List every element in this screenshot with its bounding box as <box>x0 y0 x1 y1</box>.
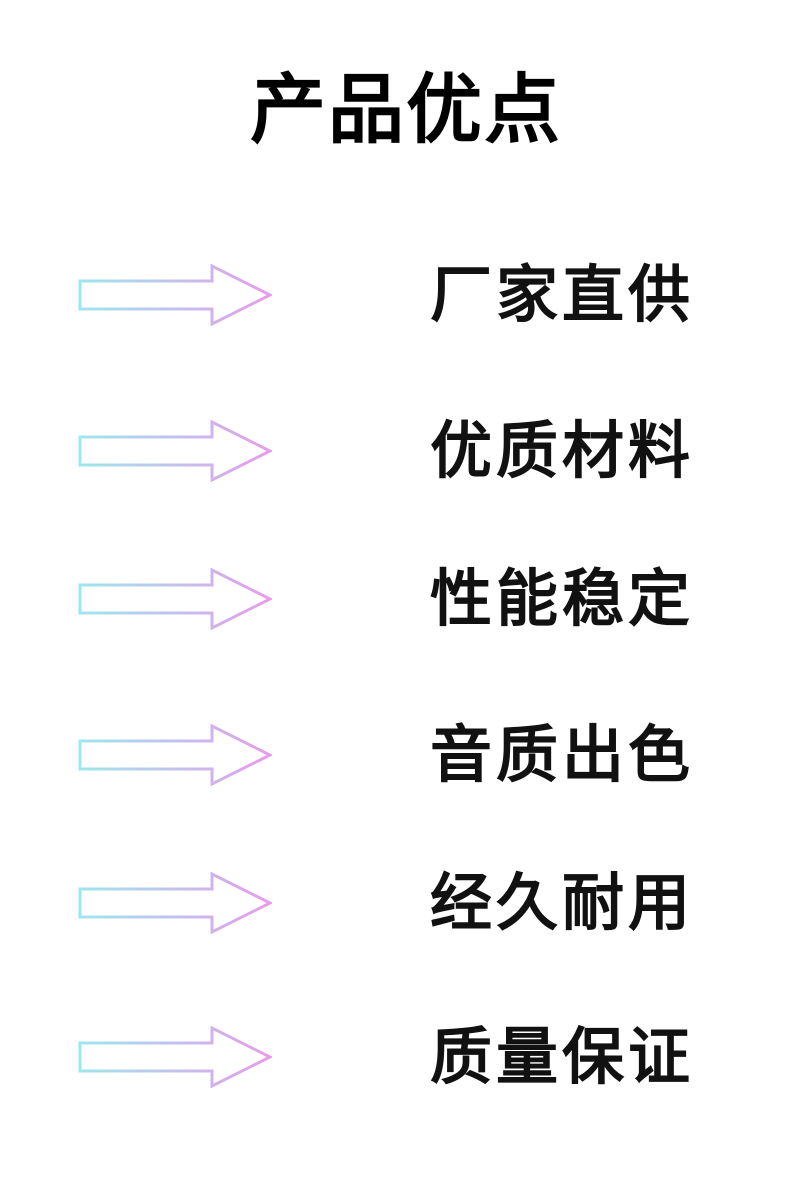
feature-item-5: 经久耐用 <box>0 858 790 948</box>
page-title: 产品优点 <box>250 65 562 154</box>
right-arrow-icon <box>78 1026 272 1088</box>
feature-label: 音质出色 <box>430 718 695 791</box>
feature-label: 性能稳定 <box>430 562 695 635</box>
feature-item-4: 音质出色 <box>0 710 790 800</box>
feature-item-1: 厂家直供 <box>0 250 790 340</box>
feature-item-2: 优质材料 <box>0 406 790 496</box>
feature-label: 优质材料 <box>430 414 695 487</box>
right-arrow-icon <box>78 264 272 326</box>
feature-item-6: 质量保证 <box>0 1012 790 1102</box>
feature-label: 经久耐用 <box>430 866 695 939</box>
feature-label: 厂家直供 <box>430 258 695 331</box>
right-arrow-icon <box>78 872 272 934</box>
feature-label: 质量保证 <box>430 1020 695 1093</box>
feature-item-3: 性能稳定 <box>0 554 790 644</box>
right-arrow-icon <box>78 568 272 630</box>
right-arrow-icon <box>78 420 272 482</box>
right-arrow-icon <box>78 724 272 786</box>
